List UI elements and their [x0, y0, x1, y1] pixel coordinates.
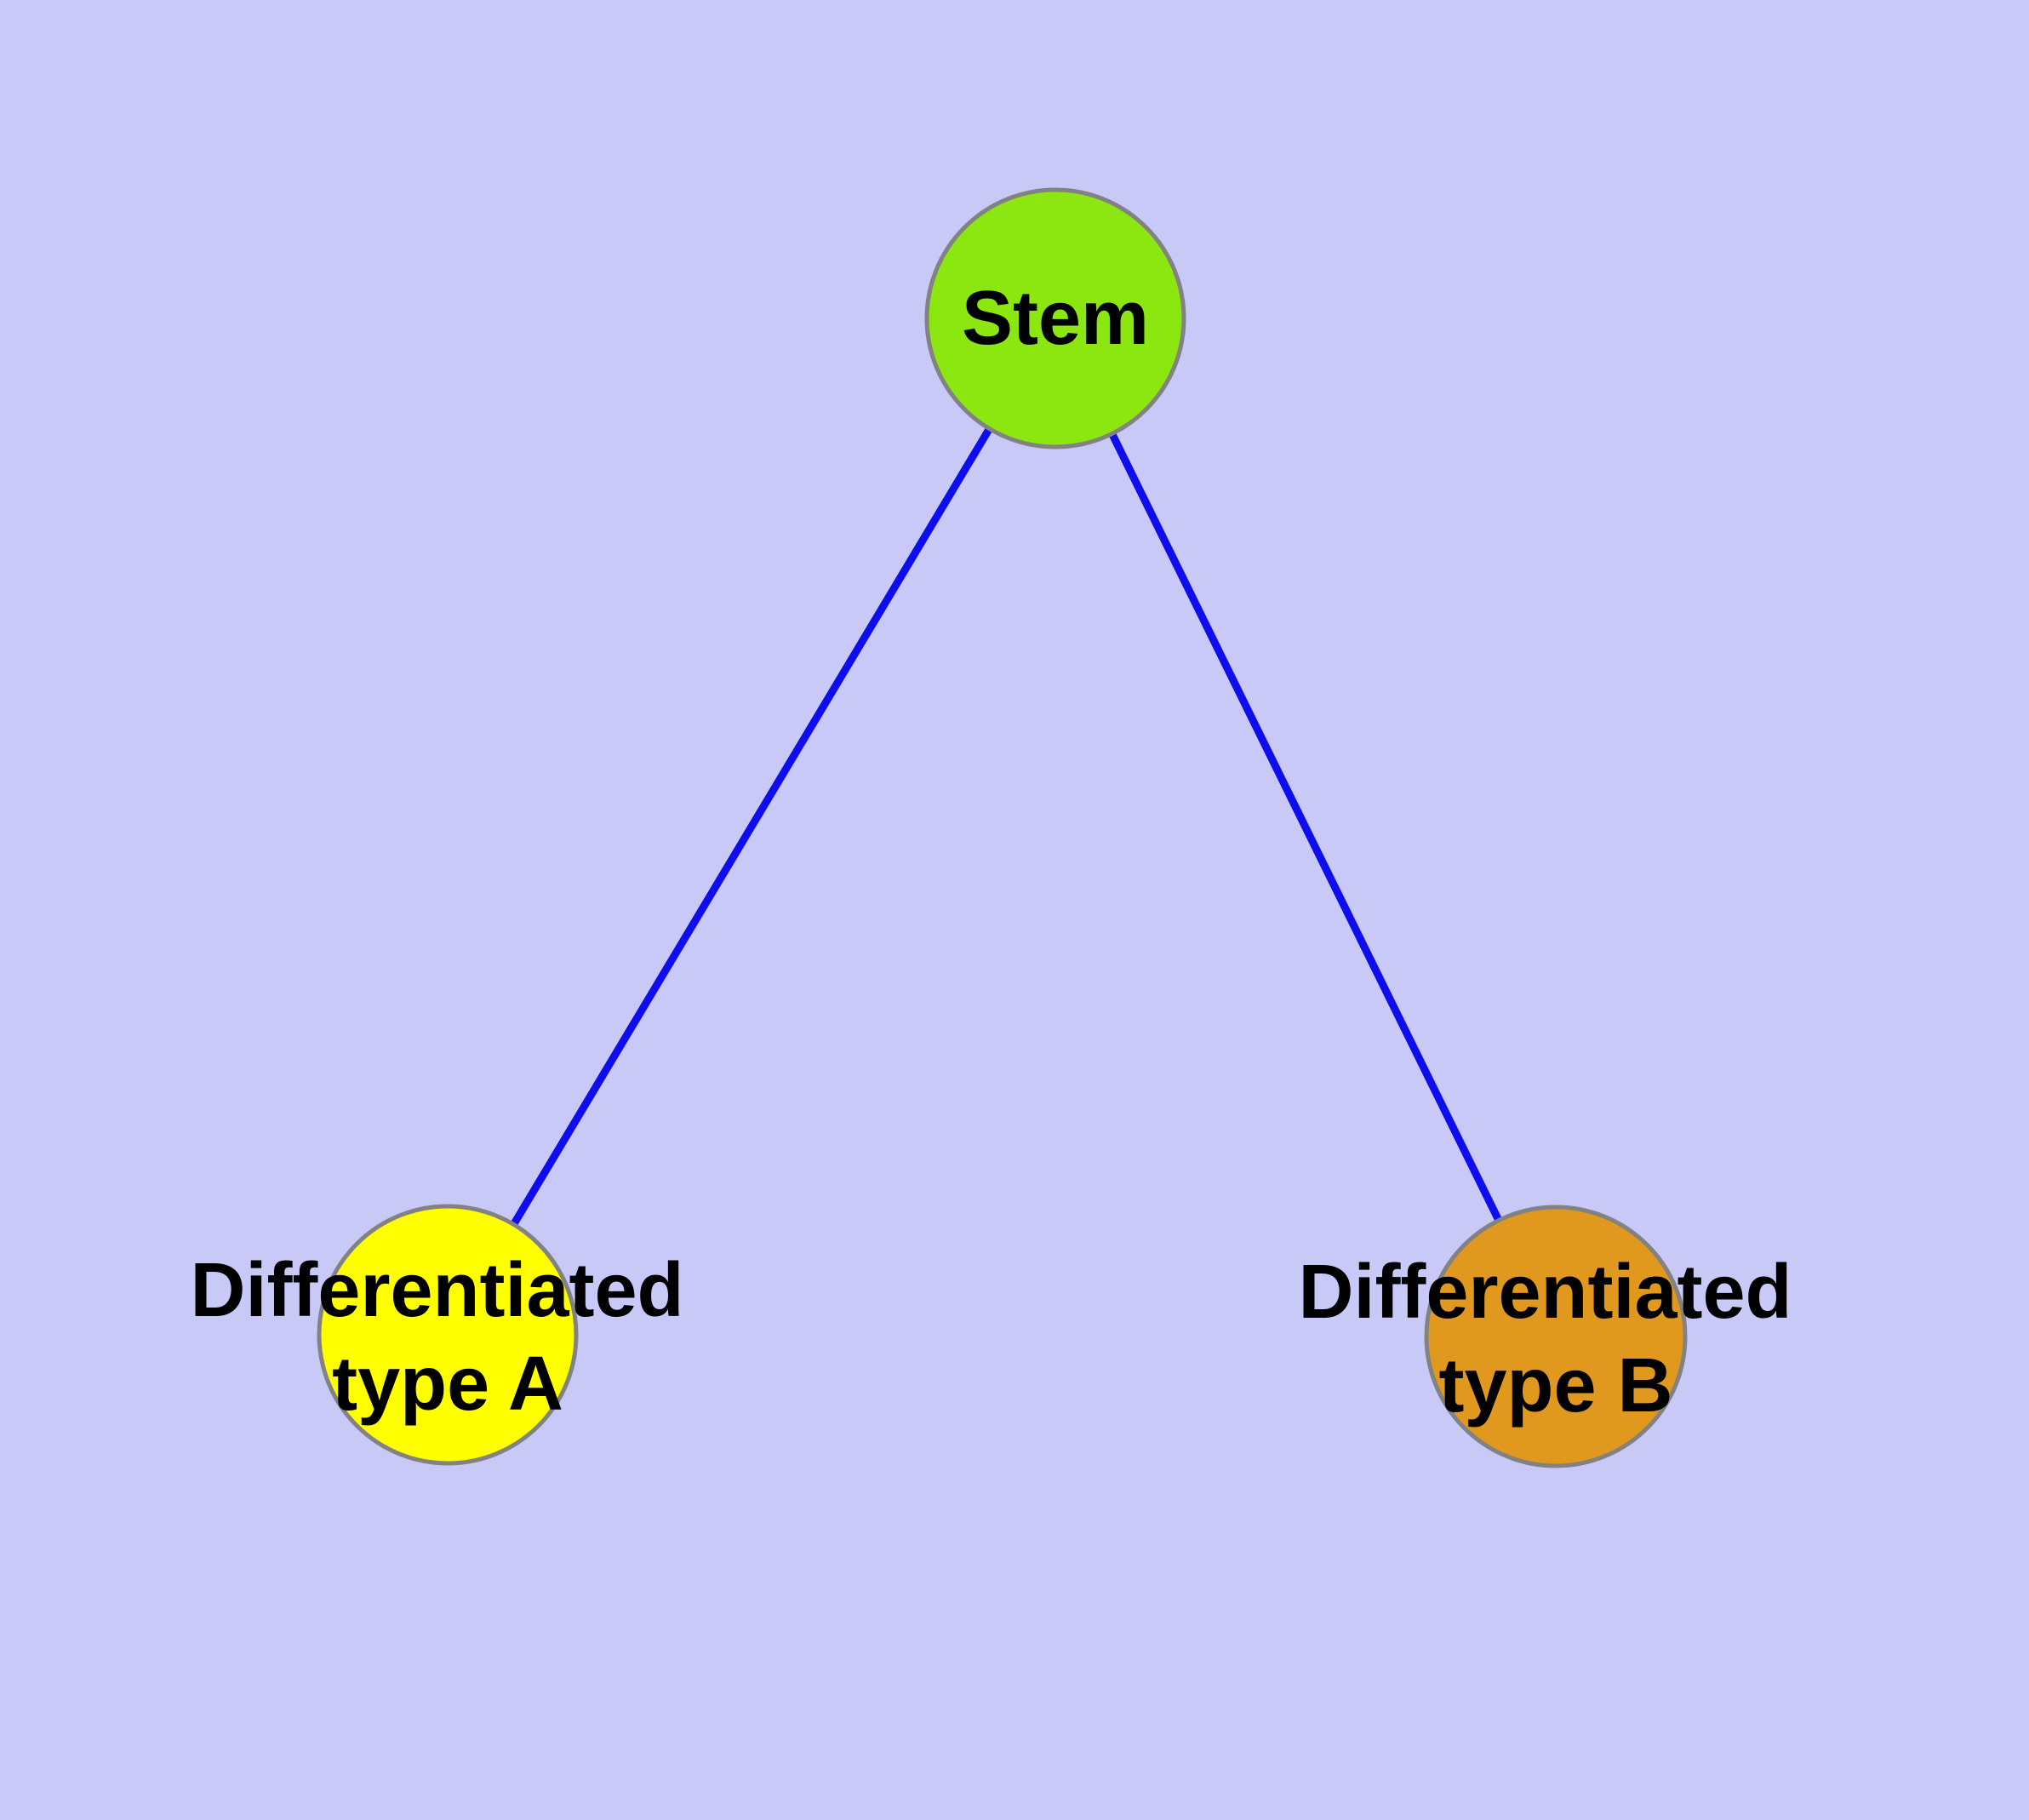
label-line-type-b: type B — [1438, 1343, 1672, 1428]
label-line-differentiated-a: Differentiated — [190, 1248, 683, 1333]
label-line-differentiated-b: Differentiated — [1298, 1250, 1792, 1335]
node-label-stem: Stem — [962, 276, 1149, 361]
node-label-differentiated-type-a: Differentiated type A — [190, 1248, 705, 1427]
label-line-type-a: type A — [332, 1342, 563, 1427]
node-stem — [924, 187, 1186, 449]
edge-stem-to-type-b — [1051, 317, 1560, 1338]
node-differentiated-type-b — [1424, 1205, 1688, 1468]
edge-stem-to-type-a — [444, 316, 1059, 1337]
node-label-differentiated-type-b: Differentiated type B — [1298, 1250, 1813, 1428]
node-differentiated-type-a — [317, 1204, 579, 1466]
